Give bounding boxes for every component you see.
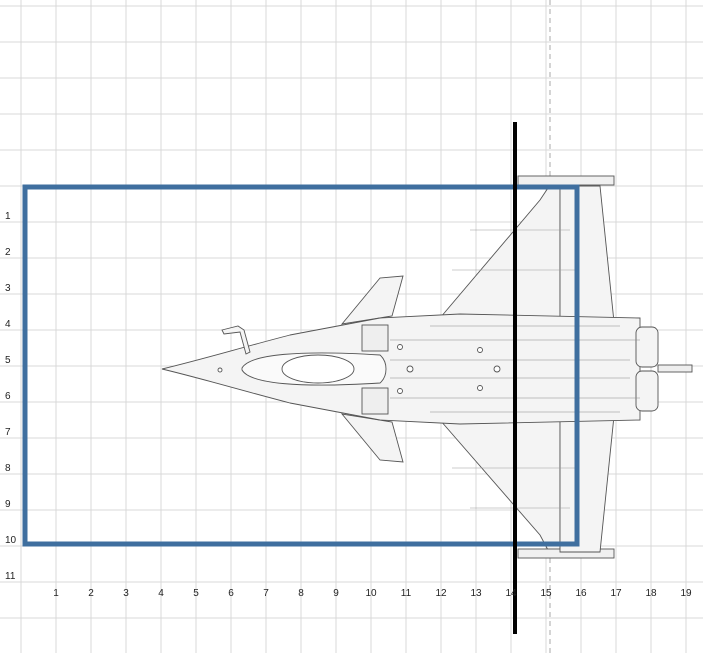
x-axis-label: 12	[435, 588, 447, 599]
left-main-wing	[439, 187, 561, 327]
y-axis-label: 10	[5, 535, 17, 546]
y-axis-label: 7	[5, 427, 11, 438]
left-intake	[361, 324, 389, 352]
x-axis-label: 16	[575, 588, 587, 599]
canopy-glass	[281, 354, 355, 384]
fighter-jet-top-view	[161, 175, 693, 559]
y-axis-label: 1	[5, 211, 11, 222]
x-axis-label: 2	[88, 588, 94, 599]
x-axis-label: 13	[470, 588, 482, 599]
x-axis-label: 19	[680, 588, 692, 599]
x-axis-label: 6	[228, 588, 234, 599]
y-axis-labels: 1 2 3 4 5 6 7 8 9 10 11	[5, 211, 17, 582]
left-wingtip-rail	[517, 175, 615, 186]
x-axis-label: 4	[158, 588, 164, 599]
x-axis-label: 8	[298, 588, 304, 599]
right-engine-nozzle	[635, 370, 659, 412]
y-axis-label: 9	[5, 499, 11, 510]
x-axis-label: 7	[263, 588, 269, 599]
x-axis-label: 11	[401, 588, 412, 599]
left-elevon	[559, 185, 615, 327]
right-elevon	[559, 411, 615, 553]
selection-frame[interactable]	[22, 184, 580, 547]
y-axis-label: 11	[5, 571, 16, 582]
y-axis-label: 5	[5, 355, 11, 366]
x-axis-label: 9	[333, 588, 339, 599]
x-axis-label: 15	[540, 588, 552, 599]
x-axis-label: 18	[645, 588, 657, 599]
x-axis-label: 10	[365, 588, 377, 599]
left-canard	[340, 275, 404, 325]
y-axis-label: 4	[5, 319, 11, 330]
x-axis-label: 17	[610, 588, 622, 599]
y-axis-label: 8	[5, 463, 11, 474]
right-main-wing	[439, 411, 561, 551]
refuel-probe	[221, 325, 251, 355]
x-axis-label: 1	[53, 588, 59, 599]
x-axis-label: 5	[193, 588, 199, 599]
y-axis-label: 2	[5, 247, 11, 258]
x-axis-label: 14	[505, 588, 517, 599]
fuselage	[161, 313, 641, 425]
tail-probe	[657, 364, 693, 373]
x-axis-label: 3	[123, 588, 129, 599]
left-engine-nozzle	[635, 326, 659, 368]
right-intake	[361, 387, 389, 415]
y-axis-label: 6	[5, 391, 11, 402]
y-axis-label: 3	[5, 283, 11, 294]
